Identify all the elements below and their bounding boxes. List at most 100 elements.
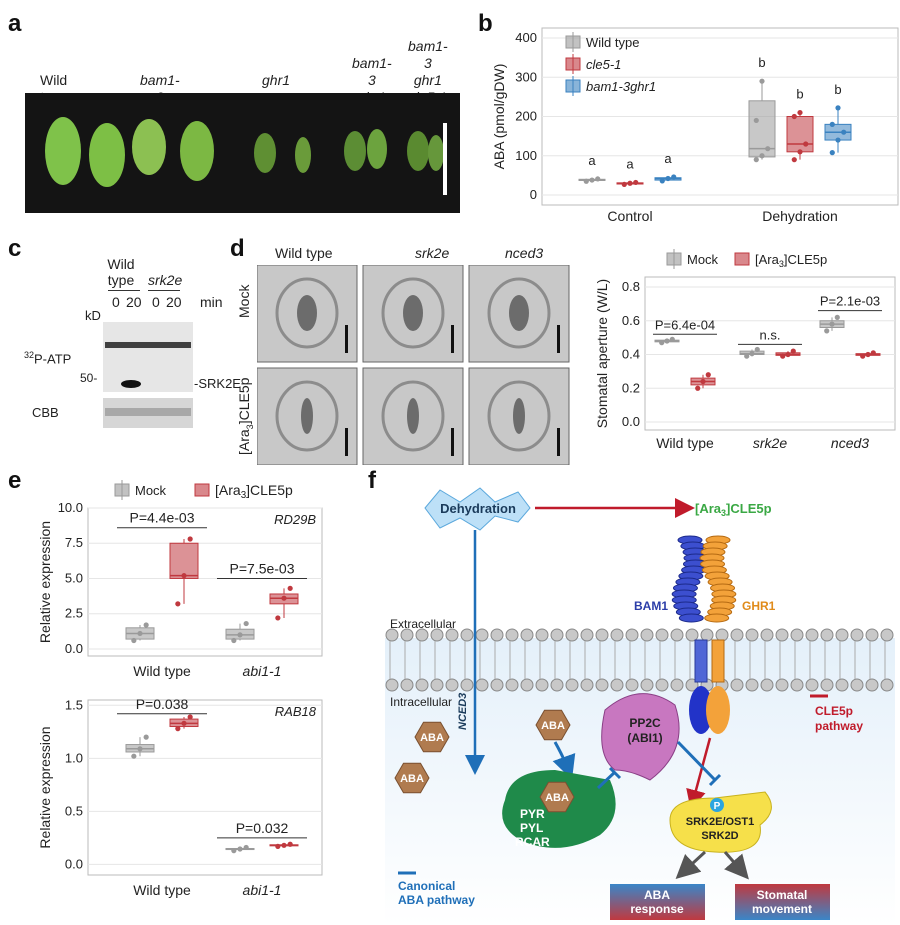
x-tick-label: Wild type	[133, 663, 191, 679]
data-point	[829, 121, 835, 127]
p-value: P=2.1e-03	[820, 294, 880, 309]
aba-molecule	[394, 762, 430, 794]
lipid-head	[760, 678, 774, 692]
y-tick-label: 7.5	[65, 535, 83, 550]
panel-label-d: d	[230, 235, 245, 262]
data-point	[754, 346, 760, 353]
lipid-head	[805, 678, 819, 692]
lipid-head	[580, 678, 594, 692]
aba-molecule	[414, 721, 450, 753]
lipid-head	[520, 678, 534, 692]
output-label: response	[630, 902, 684, 916]
aba-label: ABA	[545, 792, 569, 804]
y-tick-label: 0	[530, 187, 537, 202]
data-point	[705, 372, 711, 378]
leaf	[89, 123, 125, 187]
lipid-head	[565, 628, 579, 642]
arrow-output	[723, 851, 749, 880]
lipid-head	[850, 628, 864, 642]
y-tick-label: 1.0	[65, 750, 83, 765]
x-tick-label: Wild type	[133, 882, 191, 898]
col-header-srk2e: srk2e	[148, 272, 183, 288]
bam1-kinase	[689, 686, 713, 734]
data-point	[131, 637, 137, 644]
panel-label-f: f	[368, 467, 376, 494]
lipid-head	[820, 628, 834, 642]
legend-swatch	[734, 252, 750, 266]
output-aba-response	[610, 884, 705, 920]
output-label: ABA	[644, 888, 670, 902]
y-tick-label: 400	[515, 30, 537, 45]
p-value: n.s.	[760, 327, 781, 342]
data-point	[835, 105, 841, 111]
lipid-head	[730, 628, 744, 642]
gene-name: RAB18	[275, 704, 317, 719]
gene-name: RD29B	[274, 512, 316, 527]
arrow-kinase	[686, 737, 712, 810]
p-value: P=6.4e-04	[655, 317, 715, 332]
lipid-head	[595, 628, 609, 642]
data-point	[824, 328, 830, 334]
guard-cell	[275, 277, 339, 349]
srk2e-kinase	[669, 791, 772, 853]
data-point	[281, 595, 287, 601]
leaf-photo	[25, 93, 460, 213]
data-point	[669, 336, 675, 342]
lipid-head	[640, 628, 654, 642]
box-[Ara3]CLE5p	[775, 348, 801, 359]
lipid-head	[820, 678, 834, 692]
lipid-head	[775, 628, 789, 642]
leaf	[254, 133, 276, 173]
lipid-head	[805, 628, 819, 642]
plot-area	[87, 507, 323, 657]
legend-mock: Mock	[114, 480, 167, 500]
guard-cell	[275, 380, 339, 452]
stomata-images	[257, 265, 570, 465]
stomata-image	[468, 367, 570, 465]
legend-label: [Ara3]CLE5p	[215, 482, 293, 501]
extracellular-label: Extracellular	[390, 617, 456, 631]
lipid-head	[865, 678, 879, 692]
lipid-head	[835, 678, 849, 692]
data-point	[860, 353, 866, 359]
lipid-head	[670, 628, 684, 642]
lipid-head	[685, 628, 699, 642]
phospho-site	[710, 798, 724, 812]
data-point	[627, 180, 633, 186]
kinase-label: SRK2D	[701, 830, 738, 842]
label-32p-atp: 32P-ATP	[24, 350, 72, 367]
data-point	[835, 137, 841, 143]
box-[Ara3]CLE5p	[690, 372, 716, 391]
data-point	[181, 573, 187, 579]
legend-mock: Mock	[666, 249, 719, 269]
lipid-head	[580, 628, 594, 642]
receptor-label: PYR	[520, 807, 545, 821]
box-Mock	[125, 622, 155, 644]
lipid-head	[400, 678, 414, 692]
scale-bar	[557, 428, 560, 456]
lipid-head	[445, 678, 459, 692]
plot-area	[87, 699, 323, 876]
time-label: 0	[112, 294, 120, 310]
lipid-head	[460, 628, 474, 642]
data-point	[633, 179, 639, 186]
lipid-head	[760, 628, 774, 642]
kinase-label: SRK2E/OST1	[686, 816, 754, 828]
legend-item: Wild type	[565, 32, 639, 52]
data-point	[665, 175, 671, 182]
y-tick-label: 0.0	[622, 414, 640, 429]
data-point	[237, 632, 243, 638]
time-label: 0	[152, 294, 160, 310]
leaf	[407, 131, 429, 171]
data-point	[275, 843, 281, 849]
p-value: P=7.5e-03	[230, 560, 295, 576]
bam1-label: BAM1	[634, 599, 668, 613]
y-tick-label: 0.2	[622, 380, 640, 395]
box-body	[786, 116, 814, 153]
canonical-legend-label: ABA pathway	[398, 893, 475, 907]
lipid-head	[385, 628, 399, 642]
data-point	[759, 78, 765, 84]
